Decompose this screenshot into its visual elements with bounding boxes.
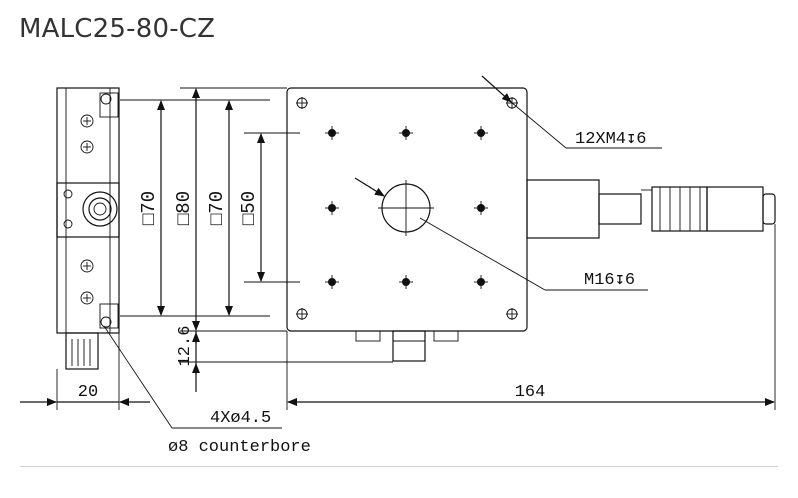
dim-sq70-a: □70 <box>138 191 160 225</box>
leaders <box>103 75 662 429</box>
dim-length: 164 <box>515 383 546 402</box>
label-12xm4: 12XM4↧6 <box>575 130 646 149</box>
label-counterbore: ø8 counterbore <box>168 438 311 457</box>
bottom-divider <box>20 466 778 467</box>
micrometer <box>526 179 776 239</box>
dim-width-left: 20 <box>78 383 98 402</box>
side-view <box>56 87 120 370</box>
label-m16: M16↧6 <box>584 271 635 290</box>
dim-height: 12.6 <box>176 326 195 367</box>
dim-sq80: □80 <box>173 191 195 225</box>
dim-sq70-b: □70 <box>206 191 228 225</box>
top-plate <box>286 87 528 362</box>
horizontal-dimensions <box>20 224 776 410</box>
label-mount-holes: 4Xø4.5 <box>210 409 271 428</box>
dim-sq50: □50 <box>238 191 260 225</box>
vertical-dimension-labels: □70 □80 □70 □50 12.6 <box>138 191 260 367</box>
vertical-dimensions <box>120 87 393 392</box>
drawing-title: MALC25-80-CZ <box>19 14 216 44</box>
